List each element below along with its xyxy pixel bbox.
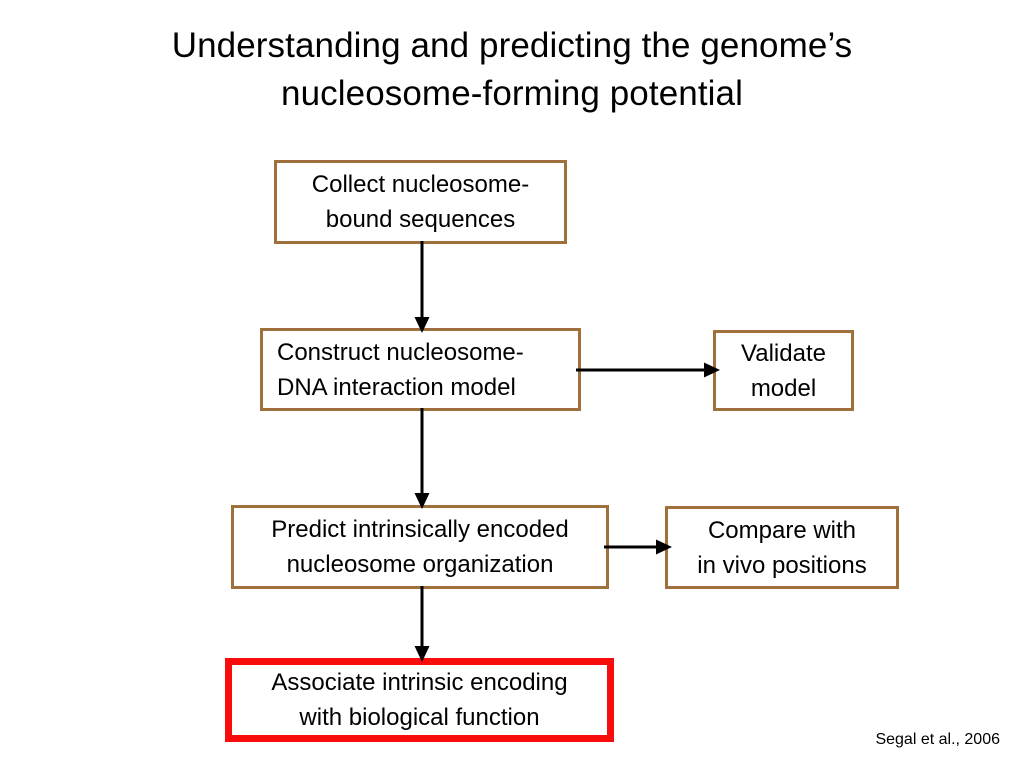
citation-text: Segal et al., 2006 <box>875 731 1000 748</box>
arrow-construct-to-predict <box>406 408 438 509</box>
flow-node-predict-label: Predict intrinsically encoded nucleosome… <box>271 516 569 578</box>
flow-node-compare[interactable]: Compare with in vivo positions <box>665 506 899 589</box>
arrow-predict-to-associate <box>406 586 438 662</box>
arrow-construct-to-validate <box>576 356 720 384</box>
flow-node-predict[interactable]: Predict intrinsically encoded nucleosome… <box>231 505 609 589</box>
flow-node-compare-label: Compare with in vivo positions <box>697 516 867 579</box>
flow-node-collect[interactable]: Collect nucleosome- bound sequences <box>274 160 567 244</box>
page-title: Understanding and predicting the genome’… <box>171 26 853 113</box>
flow-node-validate-label: Validate model <box>741 339 826 402</box>
flow-node-construct-label: Construct nucleosome- DNA interaction mo… <box>277 338 524 401</box>
arrow-collect-to-construct <box>406 241 438 333</box>
flow-node-collect-label: Collect nucleosome- bound sequences <box>311 171 530 233</box>
flow-node-associate-label: Associate intrinsic encoding with biolog… <box>271 669 568 731</box>
arrow-predict-to-compare <box>604 533 672 561</box>
flow-node-construct[interactable]: Construct nucleosome- DNA interaction mo… <box>260 328 581 411</box>
flow-node-associate[interactable]: Associate intrinsic encoding with biolog… <box>225 658 614 742</box>
flow-node-validate[interactable]: Validate model <box>713 330 854 411</box>
